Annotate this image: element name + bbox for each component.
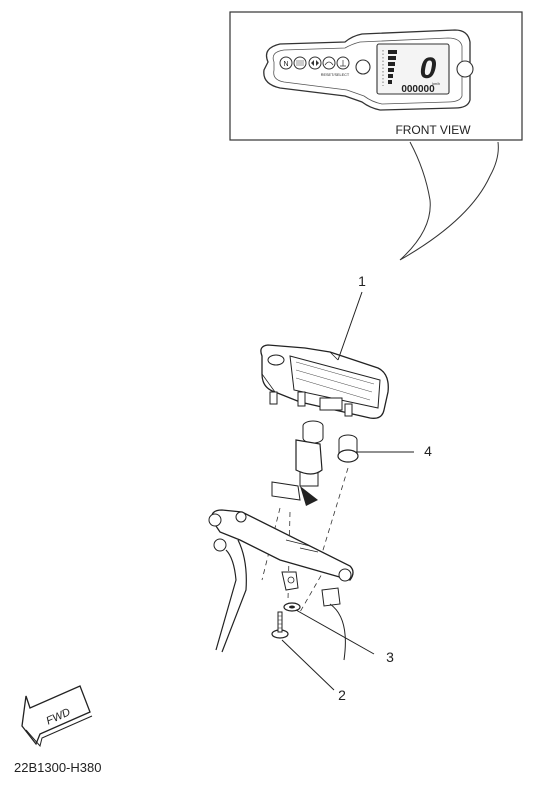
tach-bar-graph [382, 50, 397, 86]
callout-4: 4 [424, 443, 432, 459]
part-4-grommet [337, 434, 359, 463]
leader-lines [281, 291, 414, 691]
front-view-caption: FRONT VIEW [395, 123, 471, 137]
gear-digit: 0 [420, 52, 437, 85]
reset-select-label: RESET/SELECT [321, 73, 350, 77]
reset-select-button [355, 59, 371, 75]
meter-housing-inner [272, 37, 463, 105]
damper-rubber [271, 420, 324, 506]
meter-bracket [208, 509, 354, 661]
callout-2: 2 [338, 687, 346, 703]
speed-unit: km/h [432, 82, 440, 86]
diagram-code: 22B1300-H380 [14, 760, 102, 775]
fwd-arrow: FWD [21, 685, 93, 748]
engine-warning-icon [322, 56, 336, 70]
part-3-washer [283, 602, 301, 612]
svg-text:N: N [283, 61, 288, 68]
mount-ear-hole [456, 60, 474, 78]
meter-assembly [260, 344, 389, 419]
indicator-lamps: N RESET/SELECT [279, 56, 350, 77]
callout-1: 1 [358, 273, 366, 289]
inset-pointer [399, 141, 499, 261]
callout-3: 3 [386, 649, 394, 665]
part-2-screw [271, 611, 289, 639]
lcd-display: 0 km/h 000000 [376, 43, 450, 95]
turn-signal-icon [308, 56, 322, 70]
odometer-readout: 000000 [401, 84, 435, 95]
front-view-inset: N RESET/SELECT [229, 11, 523, 141]
neutral-icon [279, 56, 293, 70]
